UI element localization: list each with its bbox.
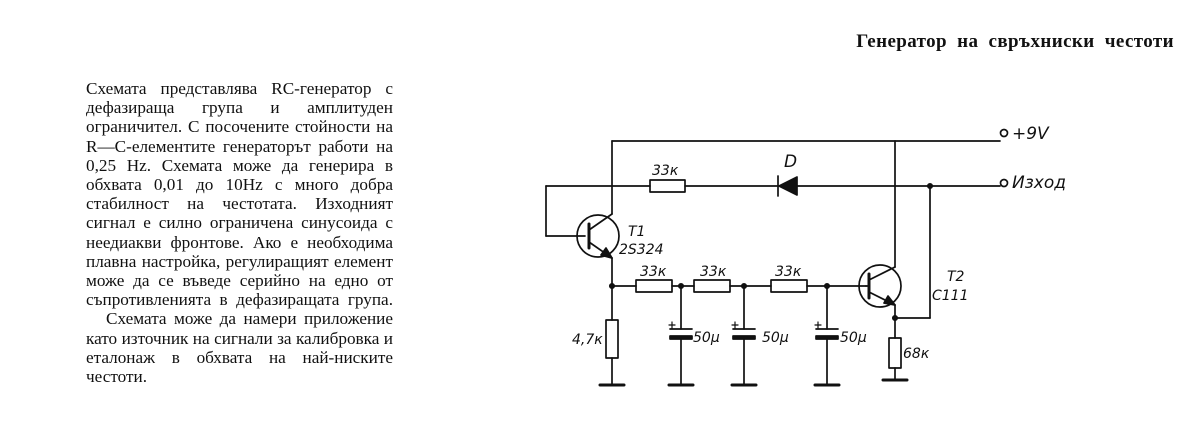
supply-rail: +9V <box>611 124 1050 144</box>
output-terminal <box>999 178 1009 188</box>
capacitor-2-label: 50μ <box>762 330 789 346</box>
supply-terminal <box>999 128 1009 138</box>
phase-shift-network: 33к 33к 33к <box>608 257 867 321</box>
phase-resistor-3-label: 33к <box>775 264 802 280</box>
body-text: Схемата представлява RC-генератор с дефа… <box>86 79 393 386</box>
phase-resistor-1 <box>635 279 673 293</box>
supply-label: +9V <box>1012 124 1050 144</box>
t1-emitter-resistor <box>598 319 626 387</box>
capacitor-3-label: 50μ <box>840 330 867 346</box>
capacitor-1-label: 50μ <box>693 330 720 346</box>
phase-resistor-3 <box>770 279 808 293</box>
t1-type: 2S324 <box>619 242 664 258</box>
capacitor-3 <box>813 285 841 387</box>
feedback-resistor <box>649 179 686 193</box>
paragraph-1: Схемата представлява RC-генератор с дефа… <box>86 79 393 310</box>
capacitor-2 <box>730 285 758 387</box>
t2-type: C111 <box>932 288 969 304</box>
feedback-path: 33к D Изход <box>545 152 1066 237</box>
diode-symbol <box>777 175 798 197</box>
t2-emitter-resistor <box>881 337 909 382</box>
phase-resistor-2-label: 33к <box>700 264 727 280</box>
phase-resistor-1-label: 33к <box>640 264 667 280</box>
capacitor-1 <box>667 285 695 387</box>
transistor-t1 <box>576 213 620 259</box>
phase-resistor-2 <box>693 279 731 293</box>
paragraph-2: Схемата може да намери приложение като и… <box>86 309 393 387</box>
t2-emitter-resistor-label: 68к <box>903 346 930 362</box>
page-title: Генератор на свръхниски честоти <box>856 31 1174 52</box>
transistor-t2 <box>858 264 902 308</box>
output-label: Изход <box>1012 173 1066 193</box>
feedback-resistor-label: 33к <box>652 163 679 179</box>
diode-label: D <box>784 152 797 172</box>
t1-name: T1 <box>628 224 645 240</box>
t1-emitter-resistor-label: 4,7к <box>572 332 603 348</box>
t2-name: T2 <box>947 269 965 285</box>
